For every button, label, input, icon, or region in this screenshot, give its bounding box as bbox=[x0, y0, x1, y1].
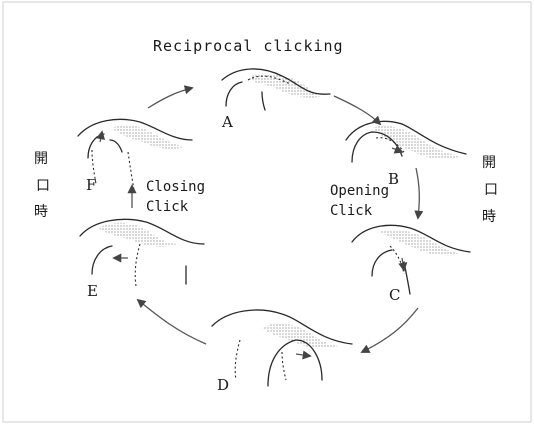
stage-b-sketch bbox=[346, 121, 466, 162]
right-side-text-1: 開 bbox=[482, 155, 496, 171]
right-side-text-3: 時 bbox=[482, 209, 496, 225]
stage-f-label: F bbox=[86, 176, 96, 194]
arrow-d-to-e bbox=[138, 300, 206, 344]
closing-click-line1: Closing bbox=[146, 179, 205, 195]
diagram-title: Reciprocal clicking bbox=[153, 37, 344, 55]
stage-e-sketch bbox=[80, 219, 204, 286]
stage-c-label: C bbox=[389, 286, 400, 304]
stage-a-label: A bbox=[221, 113, 233, 131]
arrow-f-to-a bbox=[148, 88, 192, 108]
opening-click-line2: Click bbox=[330, 203, 373, 219]
closing-click-line2: Click bbox=[146, 199, 189, 215]
arrow-c-to-d bbox=[362, 308, 418, 352]
stage-d-label: D bbox=[217, 376, 229, 394]
stage-c-sketch bbox=[352, 225, 470, 294]
opening-click-line1: Opening bbox=[330, 183, 389, 199]
left-side-text-2: 口 bbox=[36, 178, 50, 194]
frame-border bbox=[3, 2, 531, 422]
left-side-text-1: 開 bbox=[34, 151, 48, 167]
left-side-text-3: 時 bbox=[34, 204, 48, 220]
arrow-b-to-c bbox=[416, 168, 419, 218]
stage-e-label: E bbox=[87, 282, 98, 300]
stage-d-sketch bbox=[212, 310, 352, 386]
arrow-a-to-b bbox=[334, 96, 380, 124]
stage-a-sketch bbox=[222, 69, 330, 110]
stage-b-label: B bbox=[388, 170, 399, 188]
right-side-text-2: 口 bbox=[484, 182, 498, 198]
